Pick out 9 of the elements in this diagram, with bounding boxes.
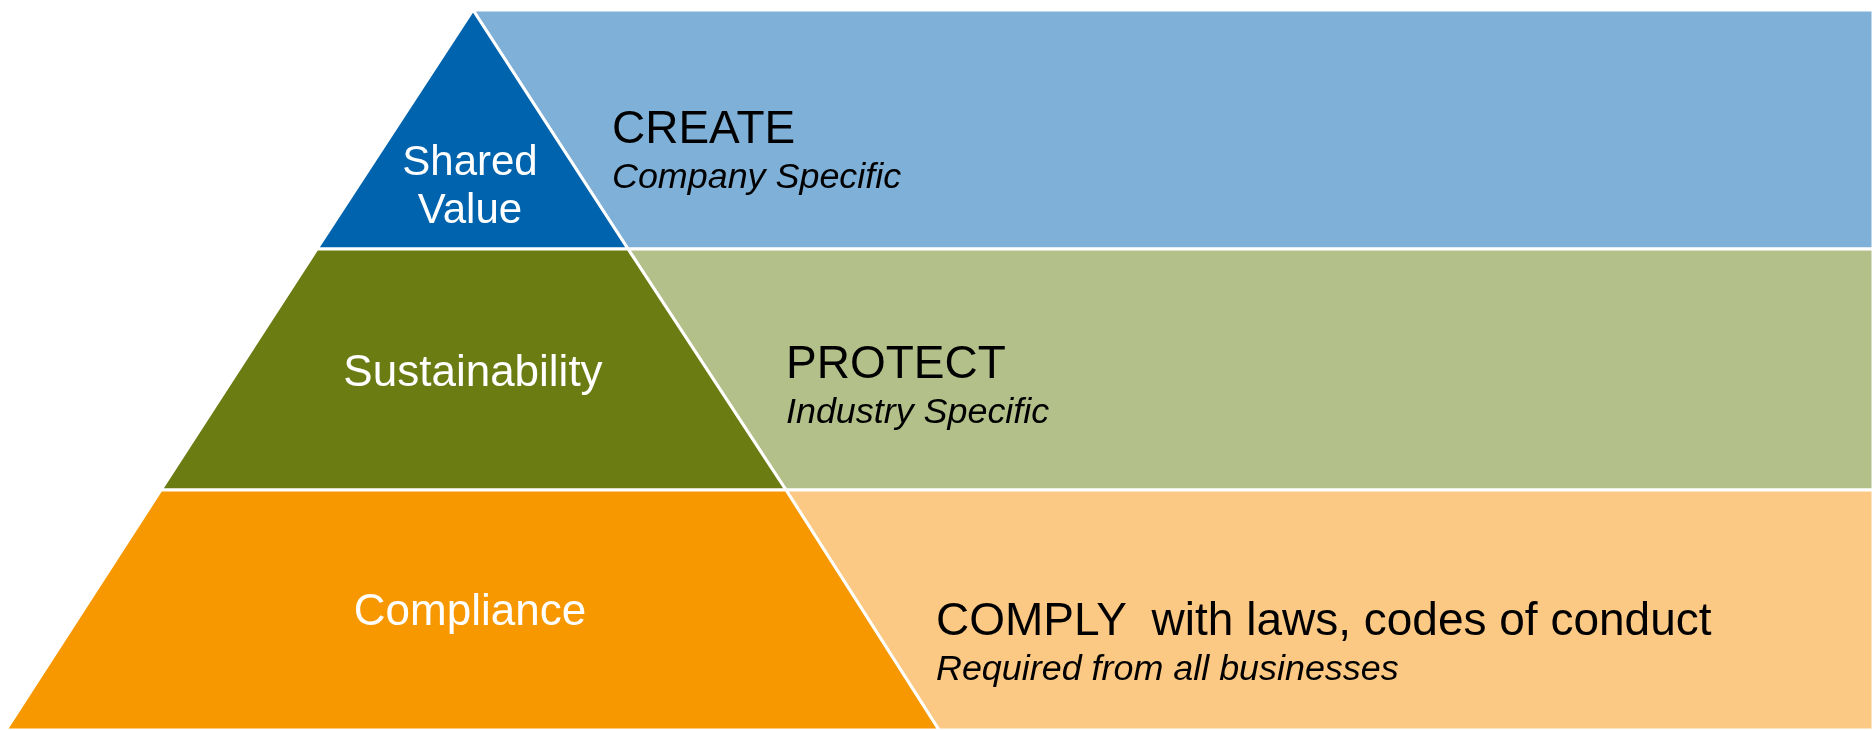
band-subtitle: Company Specific [612,155,902,199]
band-heading: CREATE [612,100,797,155]
tier-label: Sustainability [343,345,603,397]
band-heading: COMPLY with laws, codes of conduct [936,592,1712,647]
band-subtitle: Industry Specific [786,390,1050,434]
tier-label: Shared Value [401,136,539,234]
band-heading: PROTECT [786,335,1007,390]
tier-label: Compliance [353,584,587,636]
band-subtitle: Required from all businesses [936,647,1400,691]
